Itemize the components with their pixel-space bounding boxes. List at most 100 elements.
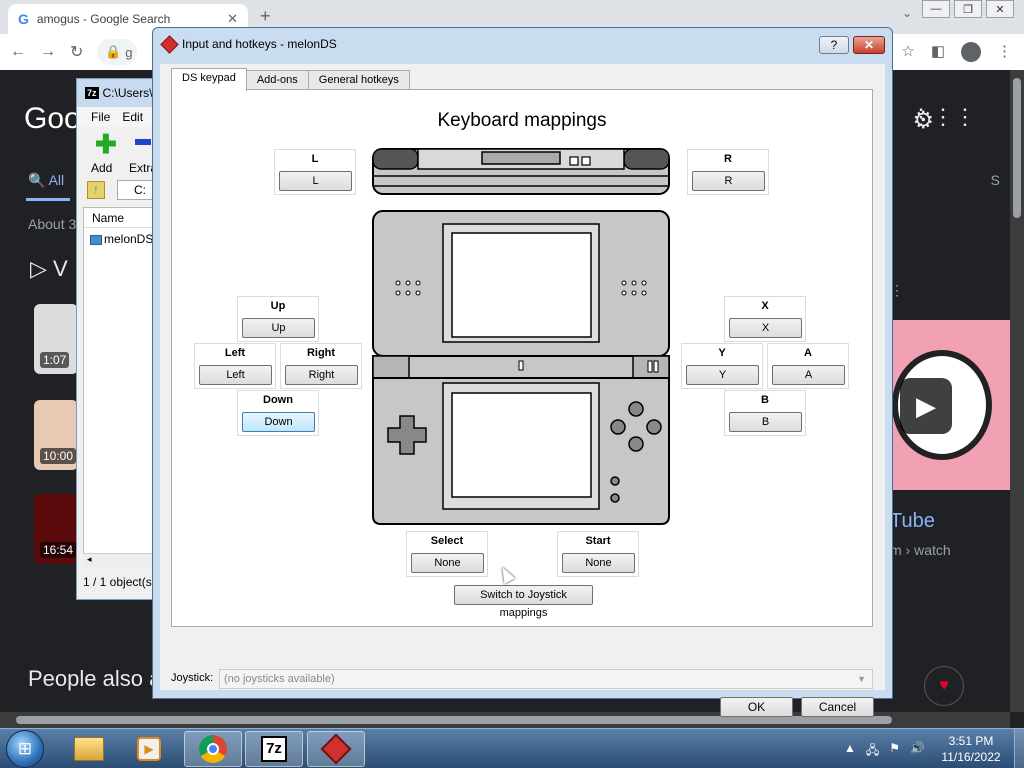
joystick-select-value: (no joysticks available) [224, 673, 335, 685]
mapping-down: Down Down [237, 390, 319, 436]
taskbar-7zip[interactable]: 7z [245, 731, 303, 767]
add-plus-icon[interactable]: ✚ [95, 129, 117, 159]
cancel-button[interactable]: Cancel [801, 697, 874, 717]
restore-button[interactable]: ❐ [954, 0, 982, 18]
youtube-result-title[interactable]: Tube [890, 510, 935, 532]
omnibox[interactable]: 🔒 g [97, 39, 138, 65]
taskbar-melonds[interactable] [307, 731, 365, 767]
media-player-icon: ▶ [137, 737, 161, 761]
list-item[interactable]: melonDS [84, 228, 155, 250]
mapping-y: Y Y [681, 343, 763, 389]
mapping-right-button[interactable]: Right [285, 365, 358, 385]
youtube-result-url: m › watch [890, 542, 951, 558]
volume-icon[interactable]: 🔊 [910, 741, 925, 755]
mapping-start-button[interactable]: None [562, 553, 635, 573]
7zip-title: C:\Users\ [102, 86, 153, 100]
mapping-a-button[interactable]: A [772, 365, 845, 385]
input-hotkeys-dialog: Input and hotkeys - melonDS ? ✕ DS keypa… [152, 27, 893, 717]
tab-ds-keypad[interactable]: DS keypad [171, 68, 247, 91]
mapping-a: A A [767, 343, 849, 389]
close-button[interactable]: ✕ [986, 0, 1014, 18]
taskbar-clock[interactable]: 3:51 PM 11/16/2022 [932, 733, 1010, 765]
mapping-left-button[interactable]: Left [199, 365, 272, 385]
mapping-up-label: Up [270, 300, 286, 312]
start-button[interactable]: ⊞ [6, 730, 44, 768]
extract-button[interactable]: Extra [129, 161, 156, 175]
column-name[interactable]: Name [84, 208, 155, 228]
folder-icon [74, 737, 104, 761]
tools-tab[interactable]: S [990, 172, 1000, 188]
mapping-right: Right Right [280, 343, 362, 389]
page-title: Keyboard mappings [437, 110, 607, 131]
reload-icon[interactable]: ↻ [70, 44, 84, 61]
dialog-close-button[interactable]: ✕ [853, 36, 885, 54]
new-tab-button[interactable]: + [260, 6, 271, 26]
add-button[interactable]: Add [91, 161, 113, 175]
back-icon[interactable]: ← [10, 43, 26, 60]
forward-icon[interactable]: → [40, 43, 56, 60]
tab-general-hotkeys[interactable]: General hotkeys [307, 70, 410, 90]
mapping-x: X X [724, 296, 806, 342]
video-duration: 10:00 [40, 448, 77, 464]
extract-minus-icon[interactable] [135, 139, 151, 145]
mapping-x-button[interactable]: X [729, 318, 802, 338]
profile-avatar[interactable] [961, 42, 981, 62]
flag-icon[interactable]: ⚑ [889, 741, 901, 755]
network-icon[interactable]: 🖧 [865, 743, 880, 757]
videos-heading: ▷ V [30, 256, 68, 282]
show-desktop-button[interactable] [1014, 729, 1024, 768]
bookmark-star-icon[interactable]: ☆ [901, 43, 915, 60]
taskbar-explorer[interactable] [60, 731, 118, 767]
taskbar-media-player[interactable]: ▶ [120, 731, 178, 767]
scrollbar-thumb[interactable] [1013, 78, 1021, 218]
mapping-select-label: Select [430, 535, 464, 547]
7zip-titlebar[interactable]: 7z C:\Users\ [77, 79, 155, 107]
play-icon[interactable]: ▶ [900, 378, 952, 434]
tab-add-ons[interactable]: Add-ons [245, 70, 309, 90]
dialog-titlebar[interactable]: Input and hotkeys - melonDS [160, 34, 337, 54]
mapping-select-button[interactable]: None [411, 553, 484, 573]
ok-button[interactable]: OK [720, 697, 793, 717]
7zip-horizontal-scrollbar[interactable]: ◂ [83, 553, 155, 567]
google-logo[interactable]: Goo [24, 102, 81, 135]
mapping-l-button[interactable]: L [279, 171, 352, 191]
taskbar-chrome[interactable] [184, 731, 242, 767]
mapping-down-button[interactable]: Down [242, 412, 315, 432]
menu-edit[interactable]: Edit [122, 110, 144, 124]
mapping-up: Up Up [237, 296, 319, 342]
apps-grid-icon[interactable]: ⋮⋮⋮ [910, 104, 976, 129]
switch-joystick-mappings-button[interactable]: Switch to Joystick mappings [454, 585, 593, 619]
mapping-b-button[interactable]: B [729, 412, 802, 432]
tab-close-icon[interactable]: ✕ [227, 11, 238, 26]
7zip-file-list[interactable]: Name melonDS [83, 207, 155, 567]
page-vertical-scrollbar[interactable] [1010, 70, 1024, 712]
system-tray: ▲ 🖧 ⚑ 🔊 [844, 741, 925, 762]
melonds-icon [160, 34, 179, 54]
tray-expand-icon[interactable]: ▲ [844, 741, 856, 755]
tab-search-chevron-icon[interactable]: ⌄ [901, 6, 912, 20]
ds-top-edge [372, 148, 670, 195]
mapping-start: Start None [557, 531, 639, 577]
more-options-icon[interactable]: ⋮ [890, 282, 904, 298]
mapping-up-button[interactable]: Up [242, 318, 315, 338]
people-also-ask-heading: People also a [28, 666, 162, 691]
7zip-path-input[interactable]: C: [117, 180, 155, 200]
chrome-menu-icon[interactable]: ⋮ [997, 43, 1012, 60]
tab-all[interactable]: 🔍 All [28, 172, 65, 188]
joystick-label: Joystick: [171, 672, 214, 684]
side-panel-icon[interactable]: ◧ [930, 43, 945, 60]
browser-toolbar-right: ☆ ◧ ⋮ [901, 42, 1012, 62]
mapping-y-button[interactable]: Y [686, 365, 759, 385]
iheart-icon[interactable]: ♥ [924, 666, 964, 706]
mapping-r-button[interactable]: R [692, 171, 765, 191]
minimize-button[interactable]: — [922, 0, 950, 18]
menu-file[interactable]: File [91, 110, 111, 124]
list-item-label: melonDS [104, 232, 154, 246]
mapping-l-label: L [311, 153, 319, 165]
gear-icon[interactable]: ⚙ [912, 107, 934, 134]
folder-up-icon[interactable]: ↑ [87, 181, 105, 199]
help-button[interactable]: ? [819, 36, 849, 54]
scrollbar-thumb[interactable] [16, 716, 892, 724]
joystick-select[interactable]: (no joysticks available) ▼ [219, 669, 873, 689]
ds-hinge [372, 355, 670, 379]
